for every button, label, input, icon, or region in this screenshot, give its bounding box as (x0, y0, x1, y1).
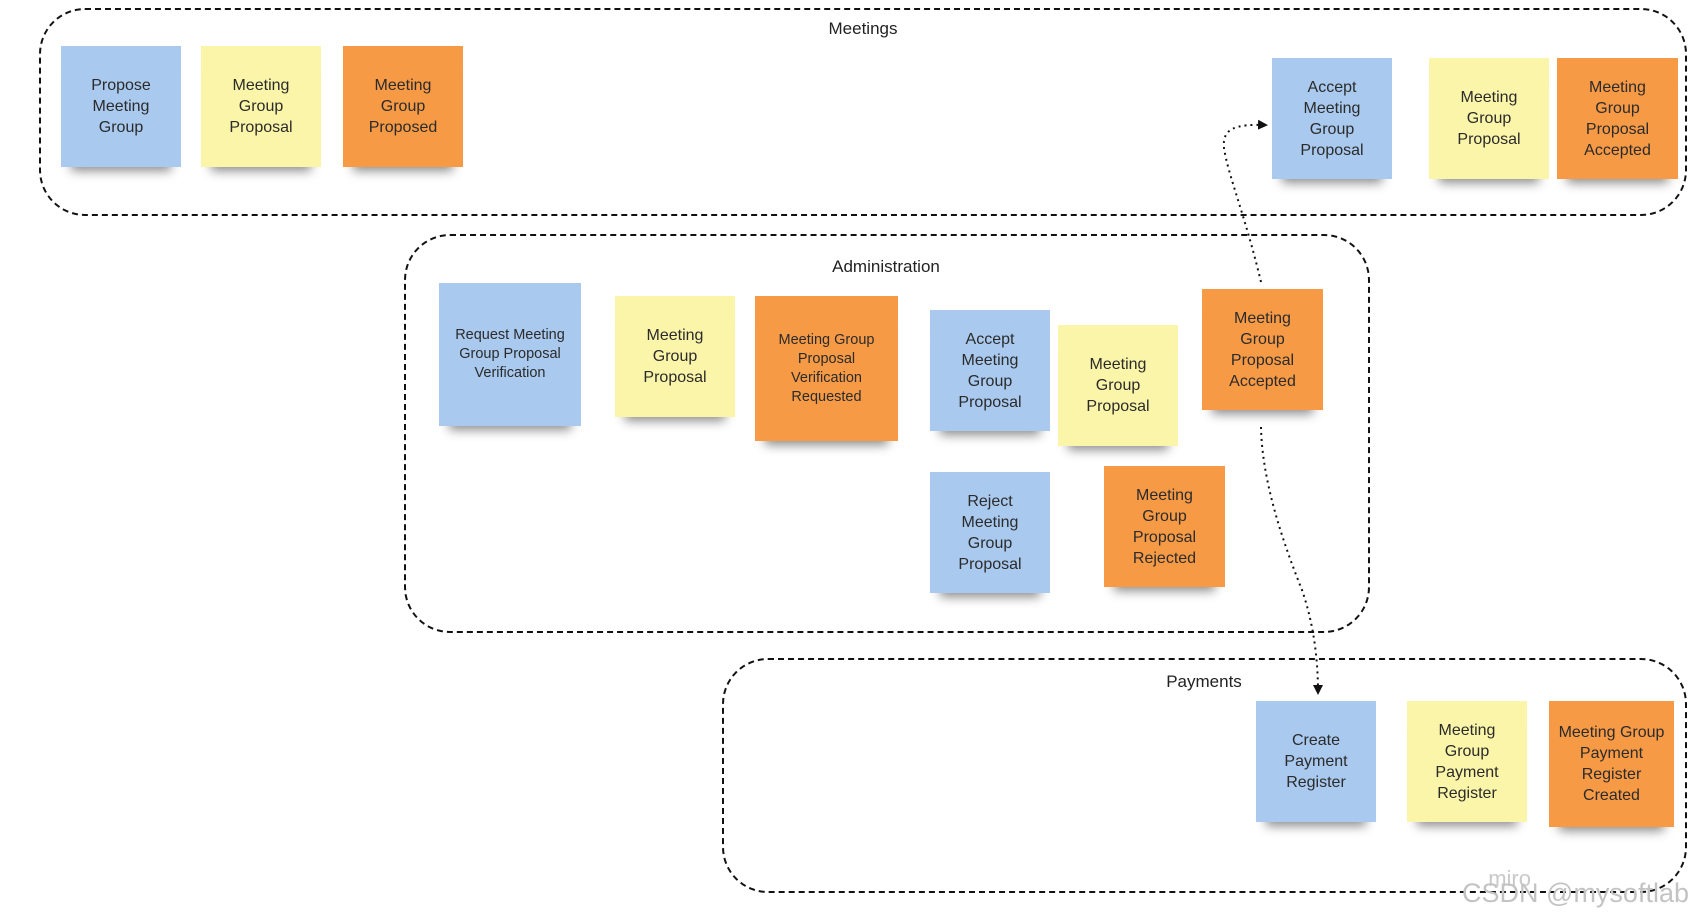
miro-logo: miro (1488, 866, 1531, 891)
connector-accepted-to-create-payment-register (1260, 426, 1323, 695)
sticky-meeting-group-proposal-accepted[interactable]: Meeting Group Proposal Accepted (1202, 289, 1323, 410)
payments-zone-title: Payments (1166, 672, 1242, 691)
meetings-zone-title: Meetings (828, 19, 898, 38)
sticky-meeting-group-proposal-accepted[interactable]: Meeting Group Proposal Accepted (1557, 58, 1678, 179)
administration-zone (404, 234, 1370, 633)
sticky-meeting-group-proposal-rejected[interactable]: Meeting Group Proposal Rejected (1104, 466, 1225, 587)
payments-zone (722, 658, 1687, 893)
sticky-meeting-group-proposal-verification-requested[interactable]: Meeting Group Proposal Verification Requ… (755, 296, 898, 441)
sticky-meeting-group-payment-register[interactable]: Meeting Group Payment Register (1407, 701, 1527, 822)
sticky-accept-meeting-group-proposal[interactable]: Accept Meeting Group Proposal (1272, 58, 1392, 179)
sticky-meeting-group-payment-register-created[interactable]: Meeting Group Payment Register Created (1549, 701, 1674, 827)
sticky-reject-meeting-group-proposal[interactable]: Reject Meeting Group Proposal (930, 472, 1050, 593)
sticky-meeting-group-proposal[interactable]: Meeting Group Proposal (615, 296, 735, 417)
sticky-accept-meeting-group-proposal[interactable]: Accept Meeting Group Proposal (930, 310, 1050, 431)
sticky-create-payment-register[interactable]: Create Payment Register (1256, 701, 1376, 822)
sticky-meeting-group-proposal[interactable]: Meeting Group Proposal (1429, 58, 1549, 179)
sticky-propose-meeting-group[interactable]: Propose Meeting Group (61, 46, 181, 167)
sticky-meeting-group-proposed[interactable]: Meeting Group Proposed (343, 46, 463, 167)
sticky-meeting-group-proposal[interactable]: Meeting Group Proposal (1058, 325, 1178, 446)
watermark: CSDN @mysoftlab (1462, 878, 1689, 908)
sticky-request-meeting-group-proposal-verification[interactable]: Request Meeting Group Proposal Verificat… (439, 283, 581, 426)
connector-accepted-to-accept-command (1222, 119, 1268, 283)
meetings-zone (39, 8, 1687, 216)
administration-zone-title: Administration (832, 257, 940, 276)
sticky-meeting-group-proposal[interactable]: Meeting Group Proposal (201, 46, 321, 167)
